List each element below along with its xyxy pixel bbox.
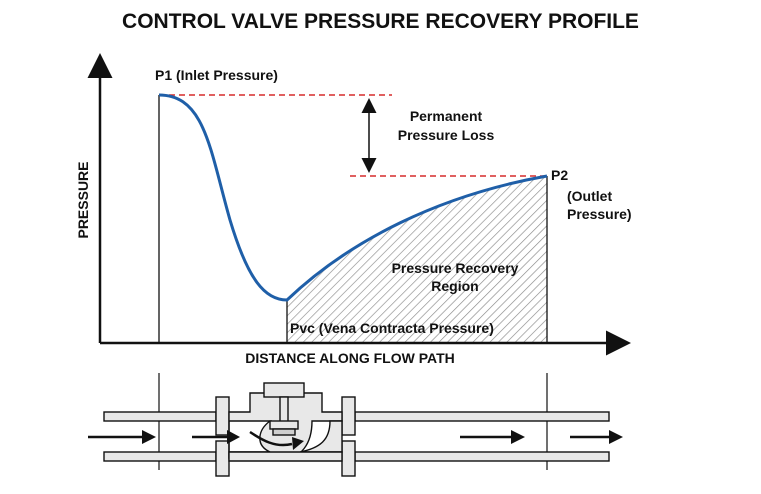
permanent-loss-label-line1: Permanent	[410, 108, 483, 124]
flow-arrow-icon	[460, 430, 525, 444]
flow-arrow-icon	[570, 430, 623, 444]
flow-arrow-icon	[192, 430, 240, 444]
p2-label: P2	[551, 167, 568, 183]
pressure-curve	[158, 93, 548, 302]
diagram-title: CONTROL VALVE PRESSURE RECOVERY PROFILE	[122, 10, 639, 33]
recovery-label-line2: Region	[431, 278, 478, 294]
p1-label: P1 (Inlet Pressure)	[155, 67, 278, 83]
flow-arrow-icon	[249, 430, 304, 450]
flow-arrow-icon	[88, 430, 156, 444]
valve-pipe-schematic	[103, 373, 610, 477]
recovery-region	[287, 176, 547, 343]
pvc-label: Pvc (Vena Contracta Pressure)	[290, 320, 494, 336]
permanent-loss-label-line2: Pressure Loss	[398, 127, 495, 143]
flow-arrows	[88, 430, 623, 450]
p2-desc-line1: (Outlet	[567, 188, 612, 204]
valve-stem-icon	[279, 396, 289, 424]
x-axis-label: DISTANCE ALONG FLOW PATH	[245, 350, 454, 366]
p2-desc-line2: Pressure)	[567, 206, 632, 222]
y-axis-label: PRESSURE	[75, 161, 91, 238]
recovery-label-line1: Pressure Recovery	[392, 260, 519, 276]
